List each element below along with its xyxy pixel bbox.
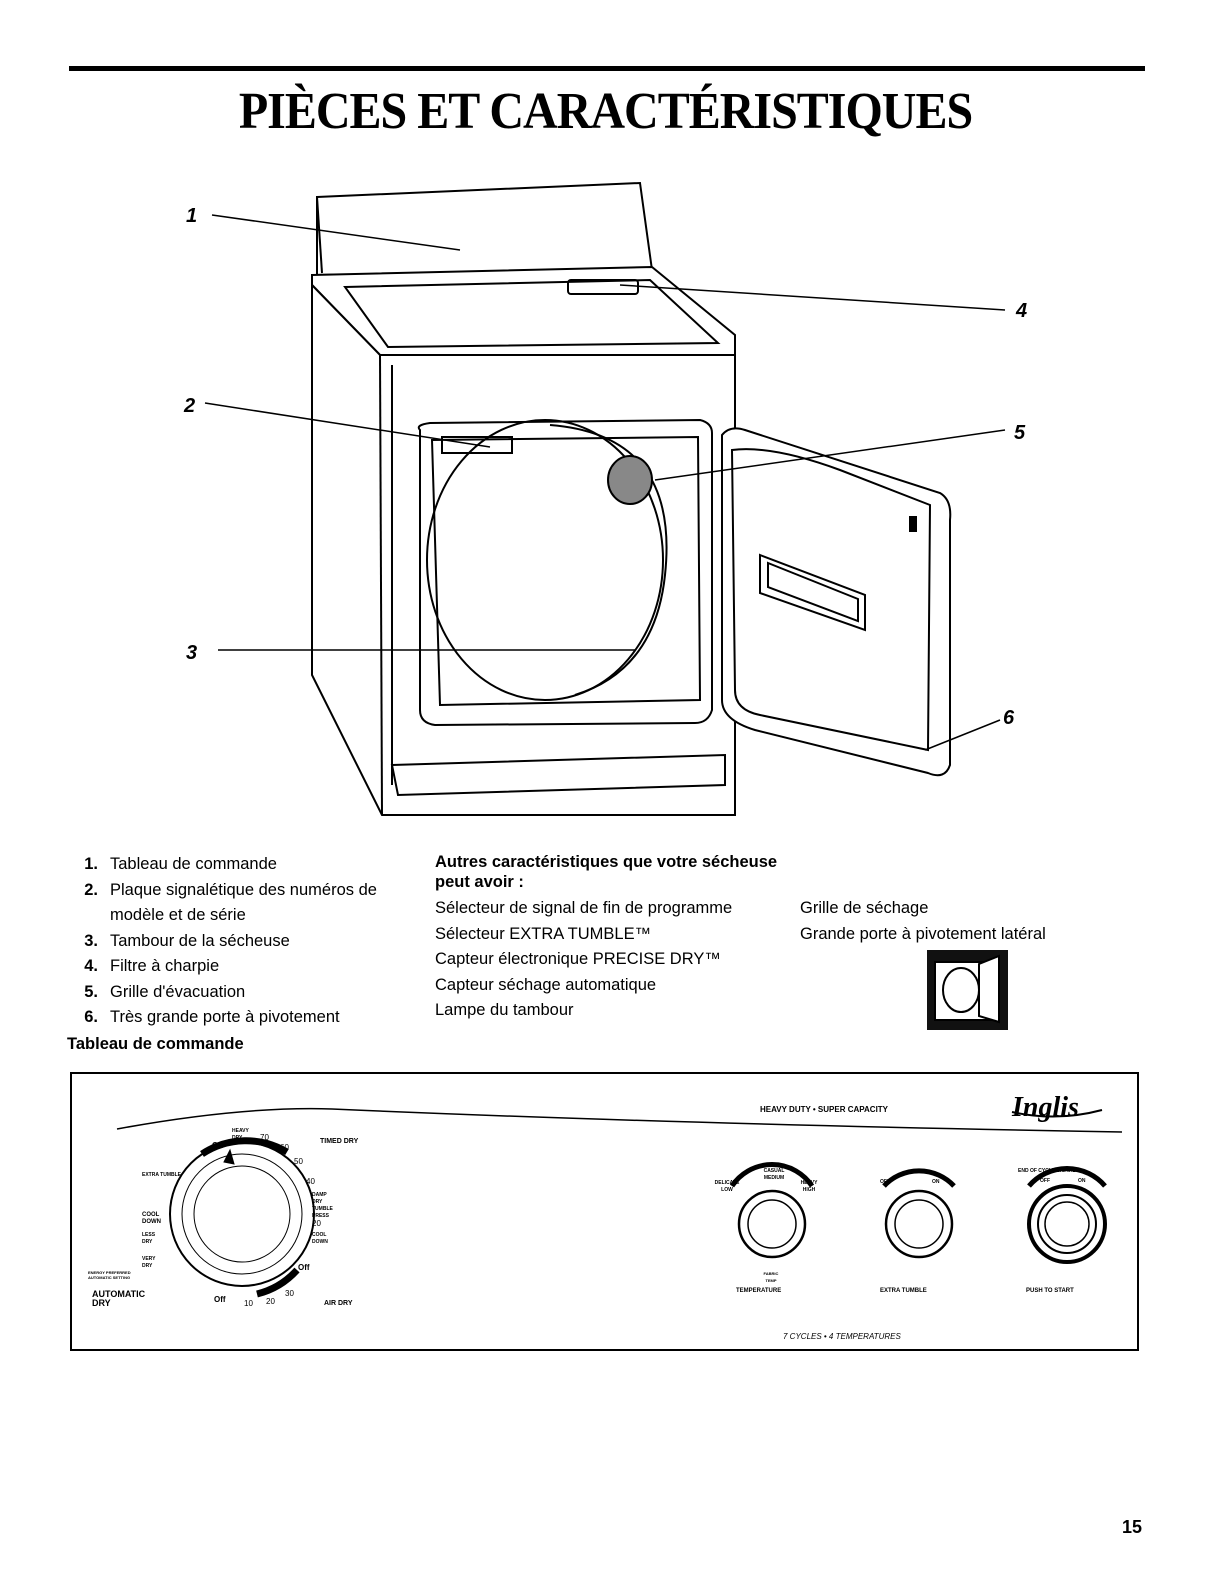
list-item: 2. Plaque signalétique des numéros de mod… bbox=[70, 878, 430, 929]
list-item: 6. Très grande porte à pivotement bbox=[70, 1005, 430, 1031]
air-dry-label: AIR DRY bbox=[324, 1300, 353, 1307]
temperature-knob[interactable] bbox=[739, 1191, 805, 1257]
control-panel-drawing bbox=[116, 1107, 1123, 1298]
dial-number: 20 bbox=[312, 1219, 321, 1228]
extra-tumble-off-label: OFF bbox=[880, 1179, 890, 1185]
very-dry-label: VERY DRY bbox=[142, 1256, 156, 1269]
temp-fabric-label: FABRIC TEMP bbox=[763, 1271, 779, 1283]
less-dry-label: LESS DRY bbox=[142, 1232, 156, 1245]
callout-1: 1 bbox=[186, 205, 198, 227]
list-item: 4. Filtre à charpie bbox=[70, 954, 430, 980]
feature-item: Sélecteur EXTRA TUMBLE™ bbox=[435, 924, 652, 943]
feature-item: Sélecteur de signal de fin de programme bbox=[435, 899, 733, 917]
feature-item: Grande porte à pivotement latéral bbox=[800, 924, 1046, 943]
item-number: 2. bbox=[84, 880, 98, 899]
cool-down-right-label: COOL DOWN bbox=[312, 1232, 328, 1245]
callout-4: 4 bbox=[1016, 300, 1028, 322]
item-text: Plaque signalétique des numéros de modèl… bbox=[110, 880, 377, 925]
page-number: 15 bbox=[1122, 1517, 1143, 1537]
heavy-dry-label: HEAVY DRY bbox=[232, 1128, 249, 1141]
automatic-dry-label: AUTOMATIC DRY bbox=[92, 1289, 146, 1308]
dryer-diagram bbox=[160, 175, 1060, 835]
item-number: 3. bbox=[84, 931, 98, 950]
dial-number: 30 bbox=[285, 1289, 294, 1298]
list-item: 1. Tableau de commande bbox=[70, 852, 430, 878]
cycles-label: 7 CYCLES • 4 TEMPERATURES bbox=[783, 1332, 901, 1341]
tumble-press-label: TUMBLE PRESS bbox=[312, 1206, 333, 1219]
end-of-cycle-label: END OF CYCLE SIGNAL bbox=[1018, 1168, 1076, 1174]
dial-number: 70 bbox=[260, 1133, 269, 1142]
item-text: Tambour de la sécheuse bbox=[110, 931, 290, 950]
top-rule bbox=[69, 66, 1145, 71]
end-of-cycle-on-label: ON bbox=[1078, 1178, 1086, 1184]
item-number: 1. bbox=[84, 855, 98, 873]
extra-tumble-knob[interactable] bbox=[886, 1191, 952, 1257]
temp-casual-label: CASUAL MEDIUM bbox=[763, 1168, 785, 1181]
off-label: Off bbox=[298, 1263, 310, 1272]
item-text: Tableau de commande bbox=[110, 855, 277, 873]
feature-item: Capteur électronique PRECISE DRY™ bbox=[435, 950, 721, 968]
cycle-dial[interactable] bbox=[170, 1142, 314, 1286]
item-number: 5. bbox=[84, 982, 98, 1001]
features-heading: Autres caractéristiques que votre sécheu… bbox=[435, 853, 778, 891]
damp-dry-label: DAMP DRY bbox=[312, 1192, 327, 1205]
item-text: Très grande porte à pivotement bbox=[110, 1008, 340, 1026]
dryer-door-icon bbox=[934, 954, 1000, 1024]
push-to-start-button[interactable] bbox=[1029, 1186, 1105, 1262]
feature-item: Grille de séchage bbox=[800, 899, 929, 917]
temp-heavy-label: HEAVY HIGH bbox=[800, 1180, 818, 1193]
item-text: Grille d'évacuation bbox=[110, 982, 246, 1001]
timed-dry-label: TIMED DRY bbox=[320, 1138, 359, 1145]
callout-5: 5 bbox=[1014, 422, 1026, 444]
dial-number: 50 bbox=[294, 1157, 303, 1166]
temp-delicate-label: DELICATE LOW bbox=[714, 1180, 740, 1193]
page-title: PIÈCES ET CARACTÉRISTIQUES bbox=[238, 82, 973, 141]
cool-down-label: COOL DOWN bbox=[142, 1212, 161, 1225]
feature-item: Lampe du tambour bbox=[435, 1001, 574, 1019]
dryer-illustration bbox=[204, 181, 1006, 816]
item-number: 4. bbox=[84, 957, 98, 975]
door-thumbnail bbox=[927, 950, 1008, 1030]
extra-tumble-dial-label: EXTRA TUMBLE bbox=[142, 1172, 181, 1178]
item-text: Filtre à charpie bbox=[110, 957, 220, 975]
temperature-label: TEMPERATURE bbox=[736, 1288, 782, 1294]
end-of-cycle-off-label: OFF bbox=[1040, 1178, 1050, 1184]
features-list-2: Grille de séchage Grande porte à pivotem… bbox=[800, 896, 1100, 947]
off-label: Off bbox=[212, 1141, 224, 1150]
brand-logo: Inglis bbox=[1012, 1092, 1079, 1123]
off-label: Off bbox=[214, 1295, 226, 1304]
control-panel-heading: Tableau de commande bbox=[67, 1035, 244, 1053]
dial-number: 60 bbox=[280, 1143, 289, 1152]
extra-tumble-label: EXTRA TUMBLE bbox=[880, 1288, 927, 1294]
features-list: Autres caractéristiques que votre sécheu… bbox=[435, 852, 795, 1024]
push-to-start-label: PUSH TO START bbox=[1026, 1288, 1074, 1294]
item-number: 6. bbox=[84, 1008, 98, 1026]
dial-number: 10 bbox=[244, 1299, 253, 1308]
parts-list: 1. Tableau de commande 2. Plaque signaléti… bbox=[70, 852, 430, 1031]
callout-6: 6 bbox=[1003, 707, 1015, 729]
dial-number: 20 bbox=[266, 1297, 275, 1306]
feature-item: Capteur séchage automatique bbox=[435, 975, 657, 994]
heavy-duty-label: HEAVY DUTY • SUPER CAPACITY bbox=[760, 1105, 889, 1114]
callout-3: 3 bbox=[186, 642, 198, 664]
callout-2: 2 bbox=[184, 395, 196, 417]
dial-number: 40 bbox=[306, 1177, 315, 1186]
control-panel: TIMED DRY AIR DRY AUTOMATIC DRY EXTRA TU… bbox=[70, 1072, 1139, 1351]
list-item: 3. Tambour de la sécheuse bbox=[70, 929, 430, 955]
energy-preferred-label: ENERGY PREFERRED AUTOMATIC SETTING bbox=[88, 1270, 131, 1280]
extra-tumble-on-label: ON bbox=[932, 1179, 940, 1185]
list-item: 5. Grille d'évacuation bbox=[70, 980, 430, 1006]
